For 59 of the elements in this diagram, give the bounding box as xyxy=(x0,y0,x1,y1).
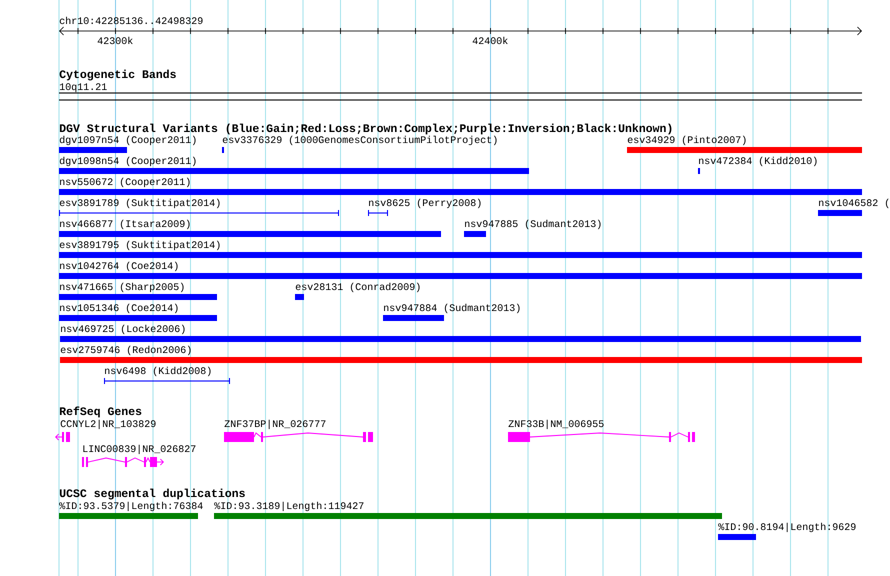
node-label: LINC00839|NR_026827 xyxy=(83,444,196,454)
node-label: nsv947884 (Sudmant2013) xyxy=(384,304,520,314)
variant-bar: nsv947884 (Sudmant2013) xyxy=(383,304,520,321)
variant-bar: esv34929 (Pinto2007) xyxy=(627,136,862,153)
variant-bar: esv3376329 (1000GenomesConsortiumPilotProject) xyxy=(222,136,497,153)
variant-bar: esv3891789 (Suktitipat2014) xyxy=(58,198,340,216)
track-title: DGV Structural Variants (Blue:Gain;Red:Loss;Brown:Complex;Purple:Inversion;Black:Unknown) xyxy=(60,124,672,134)
node-label: nsv550672 (Cooper2011) xyxy=(60,178,190,188)
node-label: nsv1051346 (Coe2014) xyxy=(60,304,178,314)
node-label: nsv1042764 (Coe2014) xyxy=(60,262,178,272)
node-label: ZNF33B|NM_006955 xyxy=(508,420,604,430)
variant-bar: nsv8625 (Perry2008) xyxy=(368,198,481,216)
variant-bar: nsv947885 (Sudmant2013) xyxy=(464,220,601,237)
variant-bar: esv3891795 (Suktitipat2014) xyxy=(59,240,862,258)
gene-model: CCNYL2|NR_103829 xyxy=(55,420,156,442)
variant-bar: nsv1042764 (Coe2014) xyxy=(59,262,862,279)
node-label: ZNF37BP|NR_026777 xyxy=(224,420,326,430)
gene-model: LINC00839|NR_026827 xyxy=(82,444,196,467)
variant-bar: esv28131 (Conrad2009) xyxy=(295,282,420,300)
variant-bar: esv2759746 (Redon2006) xyxy=(60,346,862,363)
node-label: nsv472384 (Kidd2010) xyxy=(699,156,817,166)
segment-bar: %ID:93.5379|Length:76384 xyxy=(59,502,203,519)
track-title: RefSeq Genes xyxy=(60,406,142,418)
node-label: esv28131 (Conrad2009) xyxy=(296,282,420,292)
node-label: %ID:90.8194|Length:9629 xyxy=(718,522,856,532)
variant-bar: nsv472384 (Kidd2010) xyxy=(698,156,817,174)
segment-bar: %ID:90.8194|Length:9629 xyxy=(718,522,856,540)
node-label: esv34929 (Pinto2007) xyxy=(628,136,746,146)
node-label: nsv471665 (Sharp2005) xyxy=(60,282,184,292)
node-label: nsv469725 (Locke2006) xyxy=(61,324,185,334)
variant-bar: dgv1097n54 (Cooper2011) xyxy=(59,136,196,153)
node-label: dgv1097n54 (Cooper2011) xyxy=(60,136,196,146)
track-title: UCSC segmental duplications xyxy=(60,488,245,500)
node-label: esv2759746 (Redon2006) xyxy=(60,346,191,356)
variant-bar: nsv1046582 ( xyxy=(818,198,889,216)
variant-bar: nsv1051346 (Coe2014) xyxy=(59,304,217,321)
scale-label: 42400k xyxy=(472,36,508,44)
node-label: esv3891795 (Suktitipat2014) xyxy=(60,240,220,250)
variant-bar: nsv466877 (Itsara2009) xyxy=(59,220,441,237)
node-label: %ID:93.5379|Length:76384 xyxy=(59,502,203,512)
node-label: esv3376329 (1000GenomesConsortiumPilotProject) xyxy=(222,136,497,146)
variant-bar: nsv6498 (Kidd2008) xyxy=(104,366,230,384)
node-label: CCNYL2|NR_103829 xyxy=(60,420,156,430)
node-label: nsv947885 (Sudmant2013) xyxy=(465,220,601,230)
variant-bar: nsv469725 (Locke2006) xyxy=(60,324,861,342)
node-label: dgv1098n54 (Cooper2011) xyxy=(60,156,196,166)
gene-model: ZNF33B|NM_006955 xyxy=(508,420,695,442)
variant-bar: dgv1098n54 (Cooper2011) xyxy=(59,156,529,174)
scale-label: 42300k xyxy=(98,36,133,44)
variant-bar: nsv550672 (Cooper2011) xyxy=(59,178,862,195)
node-label: nsv466877 (Itsara2009) xyxy=(60,220,190,230)
gene-model: ZNF37BP|NR_026777 xyxy=(224,420,373,442)
variant-bar: nsv471665 (Sharp2005) xyxy=(59,282,217,300)
location-text: chr10:42285136..42498329 xyxy=(60,16,203,24)
node-label: %ID:93.3189|Length:119427 xyxy=(214,502,364,512)
node-label: nsv1046582 ( xyxy=(819,198,889,208)
track-title: Cytogenetic Bands xyxy=(60,70,176,80)
band-label: 10q11.21 xyxy=(60,83,107,92)
segment-bar: %ID:93.3189|Length:119427 xyxy=(214,502,722,519)
